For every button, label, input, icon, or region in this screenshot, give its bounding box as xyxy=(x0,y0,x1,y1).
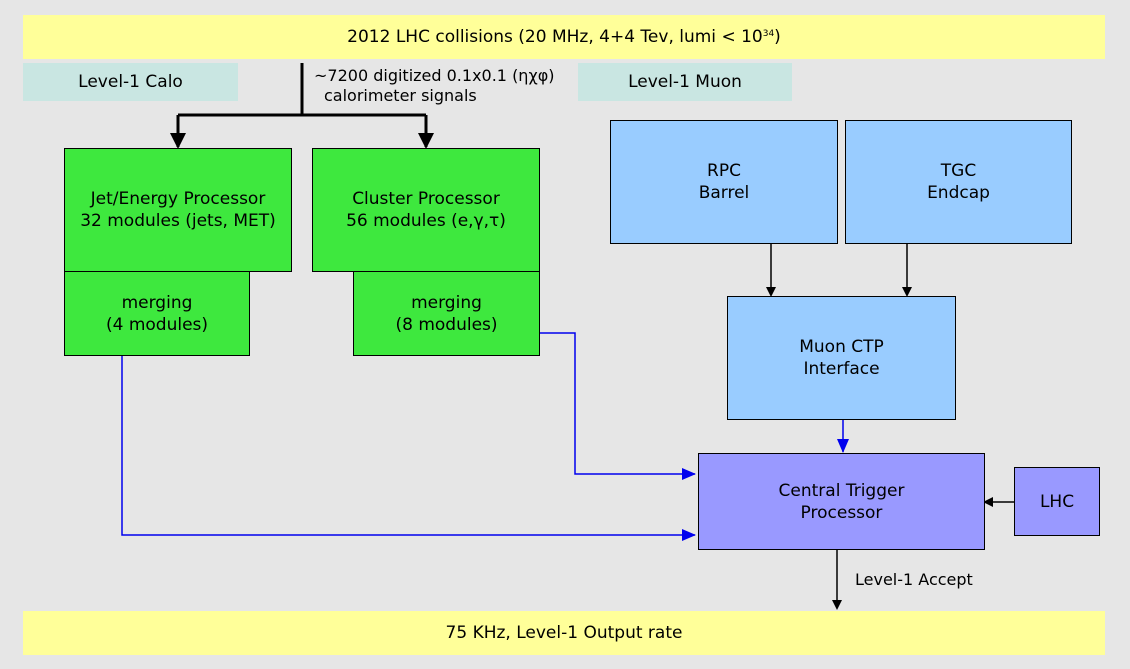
cluster-merging-detail: (8 modules) xyxy=(395,314,498,335)
jet-merging-box: merging (4 modules) xyxy=(64,271,250,356)
level1-calo-tag: Level-1 Calo xyxy=(23,63,238,101)
cluster-merging-box: merging (8 modules) xyxy=(353,271,540,356)
top-banner: 2012 LHC collisions (20 MHz, 4+4 Tev, lu… xyxy=(23,15,1105,59)
top-banner-superscript: 34 xyxy=(762,29,775,39)
level1-muon-tag: Level-1 Muon xyxy=(578,63,792,101)
rpc-barrel-box: RPC Barrel xyxy=(610,120,838,244)
muon-ctp-title: Muon CTP xyxy=(799,337,884,357)
jet-energy-processor-box: Jet/Energy Processor 32 modules (jets, M… xyxy=(64,148,292,272)
rpc-detail: Barrel xyxy=(698,183,750,203)
calorimeter-signals-line2: calorimeter signals xyxy=(324,86,477,105)
central-trigger-processor-box: Central Trigger Processor xyxy=(698,453,985,550)
jet-merging-to-ctp-wire xyxy=(121,356,696,541)
bottom-banner: 75 KHz, Level-1 Output rate xyxy=(23,611,1105,655)
calorimeter-signals-note: ~7200 digitized 0.1x0.1 (ηχφ) calorimete… xyxy=(314,66,554,106)
tgc-title: TGC xyxy=(940,161,977,181)
cluster-processor-detail: 56 modules (e,γ,τ) xyxy=(346,211,506,231)
top-banner-text: 2012 LHC collisions (20 MHz, 4+4 Tev, lu… xyxy=(347,27,763,47)
level1-accept-label: Level-1 Accept xyxy=(855,570,973,589)
jet-merging-detail: (4 modules) xyxy=(105,314,209,335)
tgc-endcap-box: TGC Endcap xyxy=(845,120,1072,244)
jet-energy-processor-detail: 32 modules (jets, MET) xyxy=(80,211,276,231)
cluster-processor-box: Cluster Processor 56 modules (e,γ,τ) xyxy=(312,148,540,272)
level1-muon-label: Level-1 Muon xyxy=(628,72,742,92)
lhc-box: LHC xyxy=(1014,467,1100,536)
tgc-detail: Endcap xyxy=(927,183,990,203)
cluster-merging-to-ctp-wire xyxy=(540,332,696,480)
ctp-detail: Processor xyxy=(800,502,883,523)
ctp-title: Central Trigger xyxy=(778,480,905,501)
jet-merging-title: merging xyxy=(121,292,193,313)
muon-ctp-detail: Interface xyxy=(803,359,880,379)
calorimeter-signals-line1: ~7200 digitized 0.1x0.1 (ηχφ) xyxy=(314,66,555,85)
cluster-processor-title: Cluster Processor xyxy=(352,189,500,209)
cluster-merging-title: merging xyxy=(411,292,482,313)
bottom-banner-text: 75 KHz, Level-1 Output rate xyxy=(445,623,683,643)
lhc-label: LHC xyxy=(1039,491,1075,512)
rpc-title: RPC xyxy=(707,161,741,181)
jet-energy-processor-title: Jet/Energy Processor xyxy=(90,189,266,209)
level1-calo-label: Level-1 Calo xyxy=(78,72,183,92)
top-banner-close: ) xyxy=(774,27,781,47)
muon-ctp-interface-box: Muon CTP Interface xyxy=(727,296,956,420)
